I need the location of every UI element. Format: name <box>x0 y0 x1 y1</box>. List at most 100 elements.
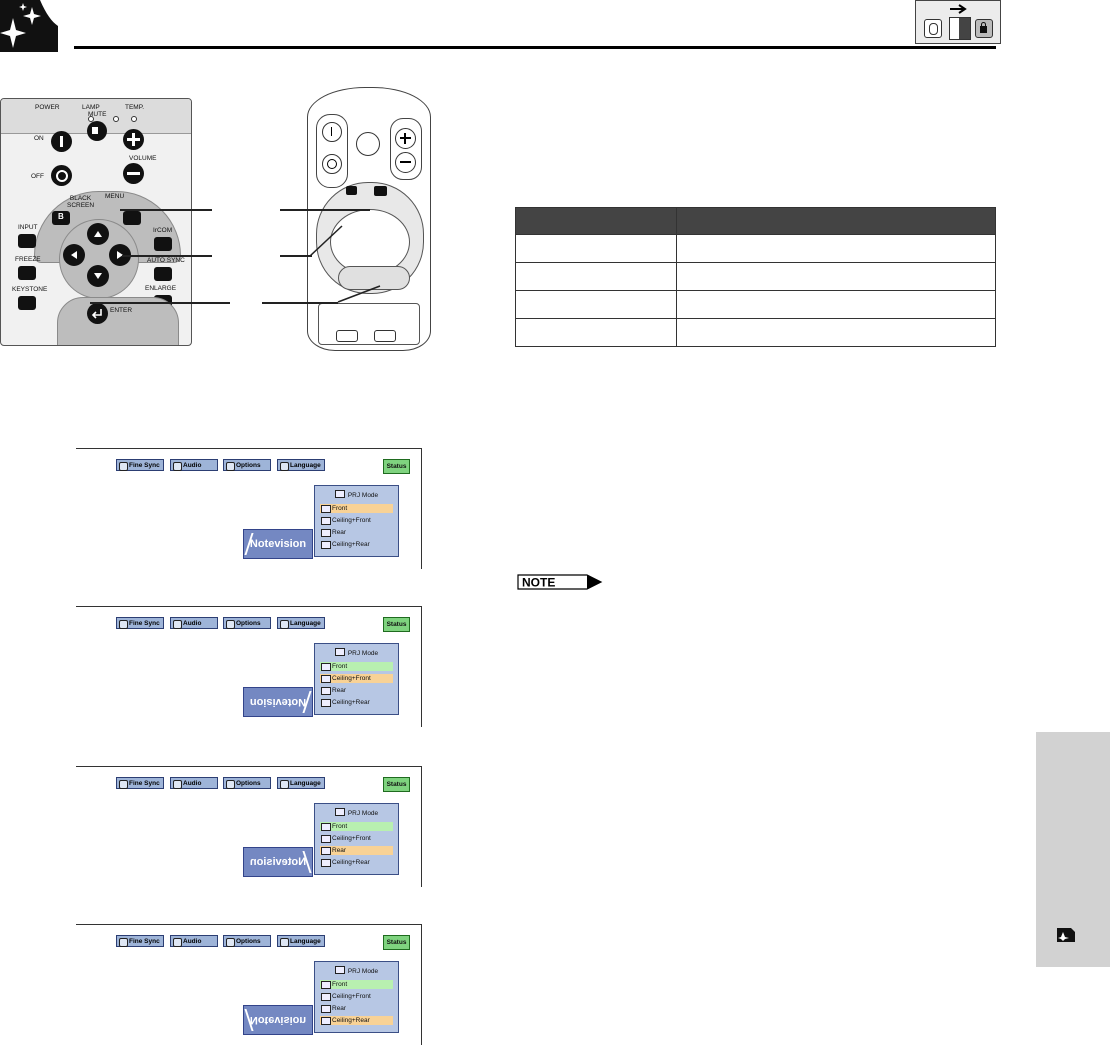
right-arrow-button[interactable] <box>109 244 131 266</box>
freeze-button[interactable] <box>18 266 36 280</box>
tab-fine-sync[interactable]: Fine Sync <box>116 459 164 471</box>
projector-control-panel: POWER LAMP TEMP. ON OFF MUTE VOLUME BLAC… <box>0 98 192 346</box>
remote-menu-button[interactable] <box>374 186 387 196</box>
table-row <box>515 262 996 291</box>
prj-mode-title: PRJ Mode <box>315 648 398 657</box>
prj-mode-icon <box>334 648 345 656</box>
menu-button[interactable] <box>123 211 141 225</box>
remote-control <box>307 87 431 351</box>
keystone-button[interactable] <box>18 296 36 310</box>
callout-line <box>122 255 212 257</box>
status-button[interactable]: Status <box>383 777 410 792</box>
prj-option-ceiling-front[interactable]: Ceiling+Front <box>320 674 393 683</box>
remote-off-button[interactable] <box>322 154 342 174</box>
callout-line <box>262 302 338 304</box>
options-icon <box>226 620 235 629</box>
tab-audio[interactable]: Audio <box>170 777 218 789</box>
table-header-cell <box>515 207 677 235</box>
tab-options[interactable]: Options <box>223 617 271 629</box>
prj-option-ceiling-front[interactable]: Ceiling+Front <box>320 834 393 843</box>
prj-option-front[interactable]: Front <box>320 822 393 831</box>
tab-audio[interactable]: Audio <box>170 617 218 629</box>
mode-indicator <box>915 0 1001 44</box>
tab-fine-sync[interactable]: Fine Sync <box>116 935 164 947</box>
prj-option-front[interactable]: Front <box>320 504 393 513</box>
volume-up-button[interactable] <box>123 129 144 150</box>
prj-option-ceiling-front[interactable]: Ceiling+Front <box>320 516 393 525</box>
off-button[interactable] <box>51 165 72 186</box>
volume-down-button[interactable] <box>123 163 144 184</box>
tab-options[interactable]: Options <box>223 777 271 789</box>
tab-language[interactable]: Language <box>277 777 325 789</box>
sparkle-page-icon <box>0 0 58 52</box>
black-screen-button[interactable]: B <box>52 211 70 225</box>
tab-options[interactable]: Options <box>223 935 271 947</box>
prj-option-rear[interactable]: Rear <box>320 1004 393 1013</box>
menu-screen-ceiling-rear: Fine Sync Audio Options Language Status … <box>76 924 422 1045</box>
note-label: NOTE <box>522 576 555 590</box>
tab-options[interactable]: Options <box>223 459 271 471</box>
tab-language[interactable]: Language <box>277 617 325 629</box>
ircom-button[interactable] <box>154 237 172 251</box>
prj-option-ceiling-rear[interactable]: Ceiling+Rear <box>320 858 393 867</box>
speech-bubble-icon <box>280 780 289 789</box>
prj-option-ceiling-front[interactable]: Ceiling+Front <box>320 992 393 1001</box>
ircom-label: IrCOM <box>153 227 173 234</box>
status-button[interactable]: Status <box>383 459 410 474</box>
table-cell <box>676 290 996 319</box>
prj-mode-title: PRJ Mode <box>315 808 398 817</box>
prj-option-ceiling-rear[interactable]: Ceiling+Rear <box>320 698 393 707</box>
tab-audio[interactable]: Audio <box>170 935 218 947</box>
tab-language[interactable]: Language <box>277 935 325 947</box>
keystone-label: KEYSTONE <box>12 286 48 293</box>
prj-option-ceiling-rear[interactable]: Ceiling+Rear <box>320 1016 393 1025</box>
prj-mode-title: PRJ Mode <box>315 966 398 975</box>
auto-sync-label: AUTO SYNC <box>147 257 185 264</box>
menu-screen-front: Fine Sync Audio Options Language Status … <box>76 448 422 569</box>
input-button[interactable] <box>18 234 36 248</box>
prj-option-front[interactable]: Front <box>320 662 393 671</box>
auto-sync-button[interactable] <box>154 267 172 281</box>
status-button[interactable]: Status <box>383 935 410 950</box>
ceiling-front-projection-icon <box>321 517 331 525</box>
remote-enter-button[interactable] <box>338 266 410 290</box>
fine-sync-icon <box>119 938 128 947</box>
on-button[interactable] <box>51 131 72 152</box>
down-arrow-button[interactable] <box>87 265 109 287</box>
remote-volume-down-button[interactable] <box>395 152 416 173</box>
rear-projection-icon <box>321 1005 331 1013</box>
speech-bubble-icon <box>280 620 289 629</box>
prj-option-rear[interactable]: Rear <box>320 528 393 537</box>
notevision-logo: Notevision <box>243 847 313 877</box>
prj-option-rear[interactable]: Rear <box>320 846 393 855</box>
remote-ircom-button[interactable] <box>374 330 396 342</box>
left-arrow-button[interactable] <box>63 244 85 266</box>
status-button[interactable]: Status <box>383 617 410 632</box>
tab-fine-sync[interactable]: Fine Sync <box>116 617 164 629</box>
remote-black-screen-button[interactable] <box>346 186 357 195</box>
tab-language[interactable]: Language <box>277 459 325 471</box>
ceiling-front-projection-icon <box>321 835 331 843</box>
temp-led <box>131 116 137 122</box>
notevision-logo: Notevision <box>243 1005 313 1035</box>
remote-volume-up-button[interactable] <box>395 128 416 149</box>
enter-button[interactable] <box>87 303 108 324</box>
tab-audio[interactable]: Audio <box>170 459 218 471</box>
menu-screen-ceiling-front: Fine Sync Audio Options Language Status … <box>76 606 422 727</box>
remote-mute-button[interactable] <box>356 132 380 156</box>
front-projection-icon <box>321 663 331 671</box>
table-cell <box>676 262 996 291</box>
tab-fine-sync[interactable]: Fine Sync <box>116 777 164 789</box>
note-tag: NOTE <box>517 574 603 590</box>
prj-option-front[interactable]: Front <box>320 980 393 989</box>
prj-option-rear[interactable]: Rear <box>320 686 393 695</box>
mute-button[interactable] <box>87 121 107 141</box>
input-label: INPUT <box>18 224 38 231</box>
remote-input-button[interactable] <box>336 330 358 342</box>
remote-on-button[interactable] <box>322 122 342 142</box>
speaker-icon <box>173 462 182 471</box>
table-row <box>515 290 996 319</box>
up-arrow-button[interactable] <box>87 223 109 245</box>
ceiling-rear-projection-icon <box>321 541 331 549</box>
prj-option-ceiling-rear[interactable]: Ceiling+Rear <box>320 540 393 549</box>
